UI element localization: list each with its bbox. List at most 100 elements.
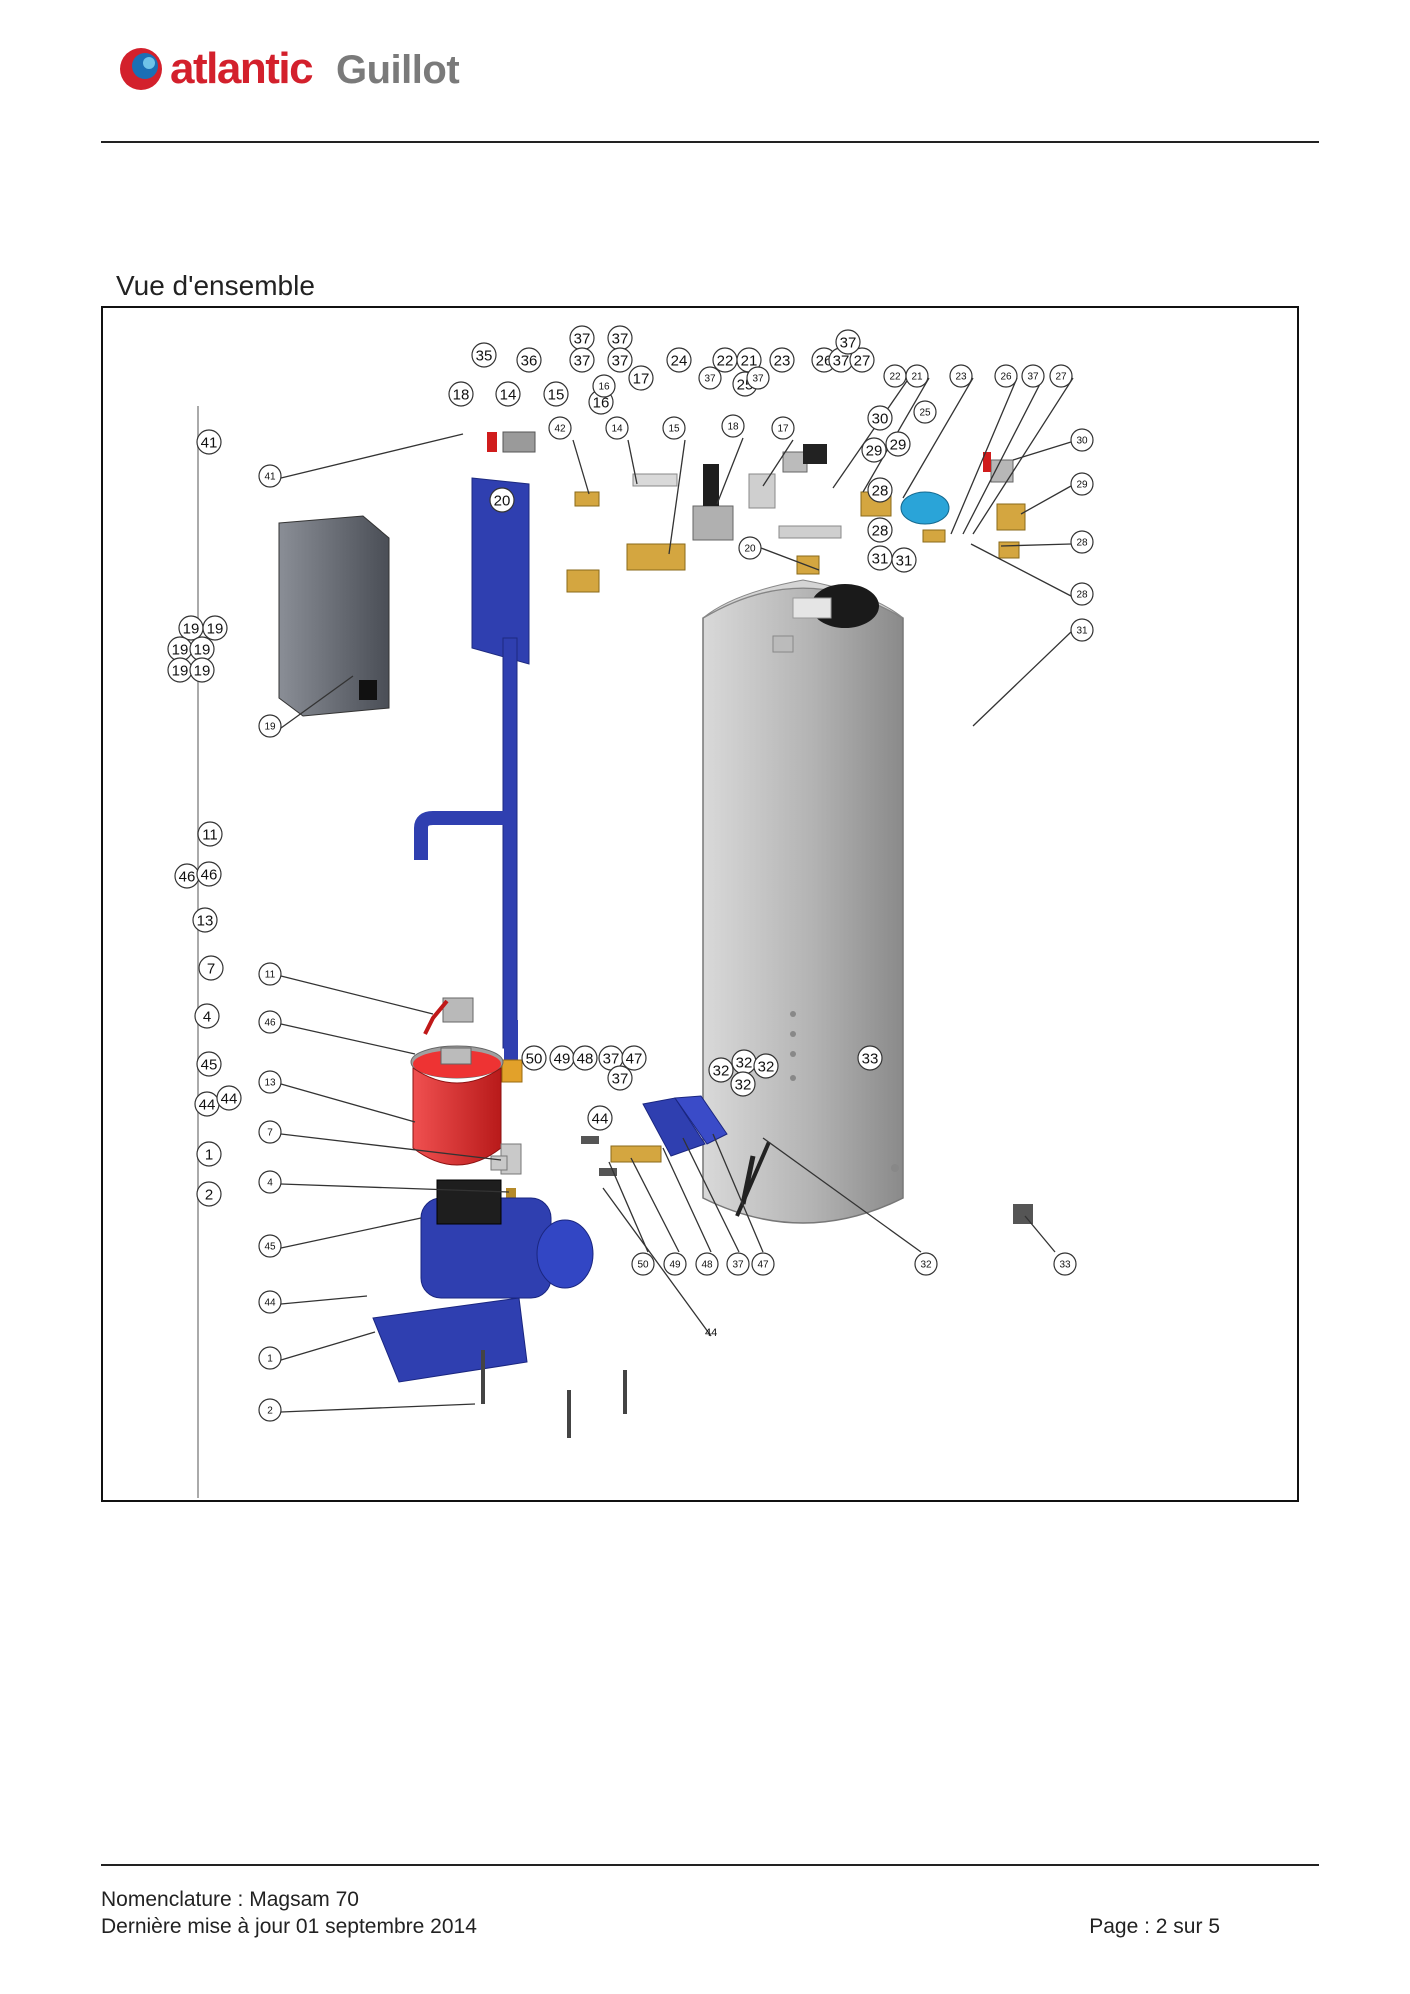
- callout-large: 19: [167, 636, 193, 662]
- callout-large: 11: [197, 821, 223, 847]
- leader-line: [668, 439, 686, 555]
- callout-large: 30: [867, 405, 893, 431]
- callout-large-number: 37: [612, 352, 629, 369]
- callout-small: 37: [746, 366, 770, 390]
- callout-large: 37: [607, 347, 633, 373]
- callout-large: 48: [572, 1045, 598, 1071]
- foot-bolts: [481, 1350, 627, 1438]
- callout-large: 22: [712, 347, 738, 373]
- leader-line: [280, 1403, 476, 1413]
- callout-small-circle: [698, 366, 722, 390]
- callout-large-number: 36: [521, 352, 538, 369]
- callout-small: 37: [698, 366, 722, 390]
- callout-large-circle: [769, 347, 795, 373]
- leader-line: [962, 377, 1044, 535]
- callout-large-number: 37: [574, 330, 591, 347]
- expansion-vessel: [410, 1045, 504, 1166]
- callout-small-number: 21: [911, 372, 923, 383]
- callout-small-number: 11: [265, 970, 276, 981]
- callout-small: 30: [1070, 428, 1094, 452]
- callout-small: 13: [258, 1070, 282, 1094]
- leader-line: [280, 1023, 416, 1055]
- callout-large-number: 19: [172, 641, 189, 658]
- callout-large: 29: [861, 437, 887, 463]
- callout-large: 44: [216, 1085, 242, 1111]
- callout-small-circle: [258, 464, 282, 488]
- tee-fitting: [490, 1143, 522, 1198]
- callout-small-number: 28: [1076, 590, 1088, 601]
- callout-small-circle: [751, 1252, 775, 1276]
- callout-large-number: 16: [593, 394, 610, 411]
- callout-large: 17: [628, 365, 654, 391]
- callout-large: 4: [194, 1003, 220, 1029]
- leader-line: [280, 675, 354, 729]
- callout-small-circle: [663, 1252, 687, 1276]
- callout-large: 50: [521, 1045, 547, 1071]
- callout-large-circle: [192, 907, 218, 933]
- callout-small-circle: [631, 1252, 655, 1276]
- callout-large: 37: [607, 1065, 633, 1091]
- callout-small-circle: [994, 364, 1018, 388]
- callout-large-number: 19: [207, 620, 224, 637]
- callout-small-number: 37: [752, 374, 764, 385]
- callout-large-number: 44: [592, 1110, 609, 1127]
- callout-large: 13: [192, 907, 218, 933]
- callout-small-circle: [548, 416, 572, 440]
- callout-large-circle: [621, 1045, 647, 1071]
- ball-valve-lower: [423, 997, 474, 1035]
- callout-large-circle: [867, 477, 893, 503]
- callout-small-circle: [949, 364, 973, 388]
- callout-large-number: 37: [603, 1050, 620, 1067]
- callout-small: 20: [738, 536, 762, 560]
- footer-nomenclature: Nomenclature : Magsam 70: [101, 1888, 359, 1911]
- callout-small-number: 13: [264, 1078, 276, 1089]
- leader-line: [950, 377, 1018, 535]
- callout-large: 28: [867, 517, 893, 543]
- callout-large-circle: [607, 1065, 633, 1091]
- callout-large-circle: [543, 381, 569, 407]
- callout-large-circle: [521, 1045, 547, 1071]
- callout-small: 47: [751, 1252, 775, 1276]
- exploded-view-diagram: 3737353637372422212326372737181415161725…: [167, 325, 1094, 1498]
- callout-large-number: 24: [671, 352, 688, 369]
- callout-large-number: 32: [736, 1054, 753, 1071]
- callout-small: 41: [258, 464, 282, 488]
- callout-small-circle: [258, 1120, 282, 1144]
- callout-small-number: 47: [757, 1260, 769, 1271]
- leader-line: [280, 1295, 368, 1305]
- blue-pipework: [414, 477, 530, 1083]
- callout-small-number: 27: [1055, 372, 1067, 383]
- callout-large-circle: [891, 547, 917, 573]
- callout-small-number: 16: [598, 382, 610, 393]
- callout-large-circle: [867, 517, 893, 543]
- callout-small-circle: [1070, 530, 1094, 554]
- leader-line: [630, 1157, 680, 1253]
- leader-line: [280, 1331, 376, 1361]
- callout-large-number: 37: [612, 1070, 629, 1087]
- callout-small-number: 20: [744, 544, 756, 555]
- leader-line: [972, 377, 1074, 535]
- callout-small-number: 31: [1076, 626, 1088, 637]
- callout-large-number: 14: [500, 386, 517, 403]
- callout-large-circle: [189, 657, 215, 683]
- callout-large-circle: [867, 405, 893, 431]
- footer-updated: Dernière mise à jour 01 septembre 2014: [101, 1915, 477, 1938]
- leader-line: [1000, 543, 1072, 547]
- footer-rule: [101, 1864, 1319, 1866]
- callout-large: 19: [178, 615, 204, 641]
- callout-small-number: 45: [264, 1242, 276, 1253]
- callout-small: 11: [258, 962, 282, 986]
- callout-large: 31: [891, 547, 917, 573]
- callout-large: 44: [587, 1105, 613, 1131]
- callout-small-number: 29: [1076, 480, 1088, 491]
- callout-large: 44: [194, 1091, 220, 1117]
- callout-large-number: 21: [741, 352, 758, 369]
- callout-small-circle: [914, 1252, 938, 1276]
- callout-small-number: 28: [1076, 538, 1088, 549]
- leader-line: [280, 975, 434, 1015]
- callout-small: 49: [663, 1252, 687, 1276]
- callout-large-number: 19: [172, 662, 189, 679]
- callout-large-circle: [196, 861, 222, 887]
- callout-large: 2: [196, 1181, 222, 1207]
- callout-small-number: 49: [669, 1260, 681, 1271]
